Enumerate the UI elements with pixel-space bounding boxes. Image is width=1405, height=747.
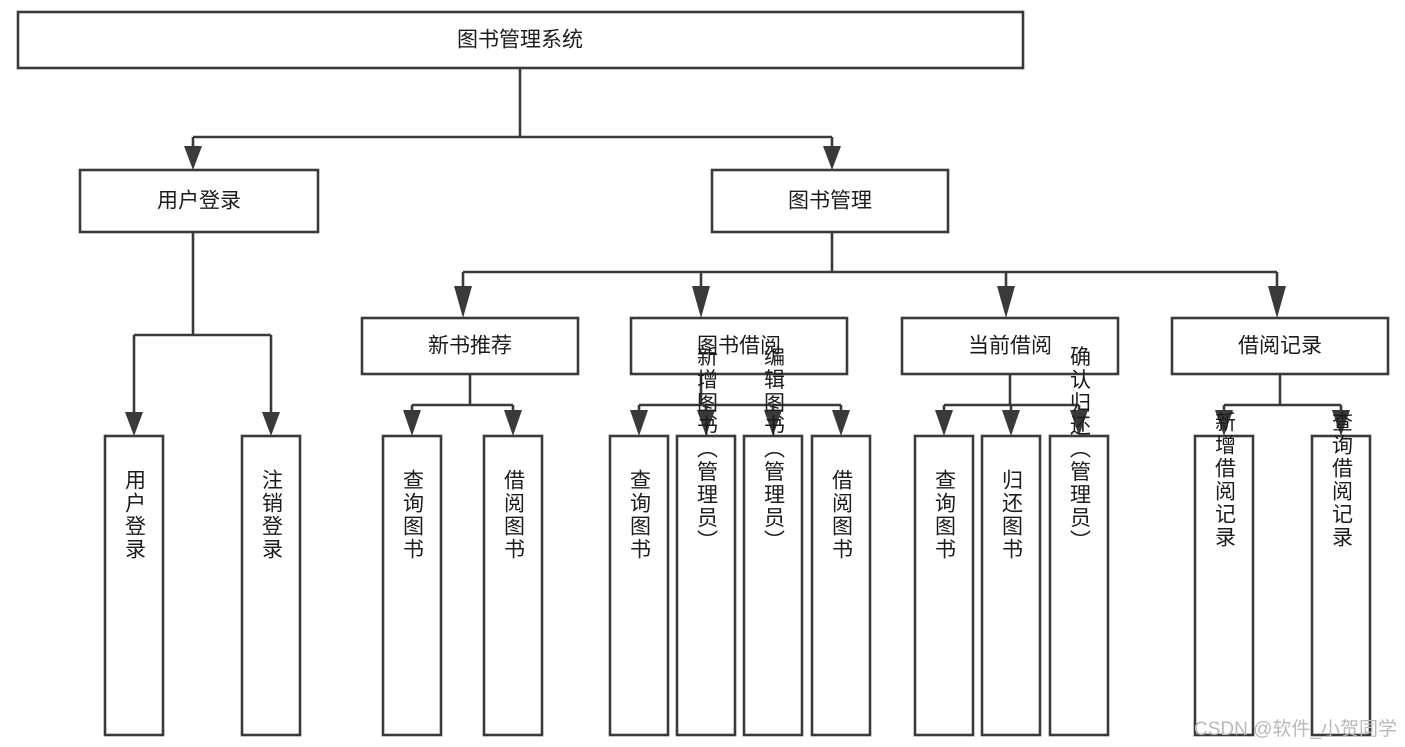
leaf-borrow-record-1-label: 新增借阅记录 (1213, 411, 1237, 549)
leaf-new-book-1-label: 查询图书 (401, 469, 425, 561)
leaf-borrow-record-1[interactable]: 新增借阅记录 (1193, 411, 1255, 737)
node-root-label: 图书管理系统 (457, 29, 583, 52)
leaf-book-borrow-4[interactable]: 借阅图书 (810, 434, 872, 737)
connector-current-borrow-to-leaves (935, 374, 1088, 436)
leaf-current-borrow-2-label: 归还图书 (1000, 469, 1024, 561)
leaf-borrow-record-2[interactable]: 查询借阅记录 (1310, 411, 1372, 737)
connector-user-login-to-leaves (125, 232, 280, 436)
leaf-new-book-1[interactable]: 查询图书 (381, 434, 443, 737)
connector-root-to-level2 (184, 68, 841, 170)
leaf-borrow-record-2-label: 查询借阅记录 (1330, 411, 1354, 549)
leaf-book-borrow-4-label: 借阅图书 (830, 469, 854, 561)
node-borrow-record-label: 借阅记录 (1238, 335, 1322, 358)
connector-borrow-record-to-leaves (1215, 374, 1350, 436)
leaf-current-borrow-3-label: 确认归还（管理员） (1068, 346, 1092, 553)
leaf-book-borrow-2-label: 新增图书（管理员） (695, 346, 719, 553)
node-book-manage-label: 图书管理 (788, 190, 872, 213)
leaf-book-borrow-2[interactable]: 新增图书（管理员） (675, 346, 737, 737)
connector-book-manage-to-level3 (454, 232, 1286, 318)
leaf-book-borrow-3[interactable]: 编辑图书（管理员） (742, 346, 804, 737)
connector-book-borrow-to-leaves (630, 374, 850, 436)
leaf-user-login-2-label: 注销登录 (260, 469, 284, 561)
leaf-current-borrow-1-label: 查询图书 (933, 469, 957, 561)
leaf-current-borrow-2[interactable]: 归还图书 (980, 434, 1042, 737)
leaf-book-borrow-3-label: 编辑图书（管理员） (762, 346, 786, 553)
node-new-book-recommend-label: 新书推荐 (428, 335, 512, 358)
connector-new-book-to-leaves (403, 374, 522, 436)
node-root[interactable]: 图书管理系统 (16, 10, 1025, 70)
node-user-login-label: 用户登录 (157, 190, 241, 213)
leaf-user-login-1-label: 用户登录 (123, 469, 147, 561)
node-borrow-record[interactable]: 借阅记录 (1170, 316, 1390, 376)
leaf-new-book-2-label: 借阅图书 (502, 469, 526, 561)
leaf-user-login-2[interactable]: 注销登录 (240, 434, 302, 737)
leaf-book-borrow-1[interactable]: 查询图书 (608, 434, 670, 737)
node-new-book-recommend[interactable]: 新书推荐 (360, 316, 580, 376)
node-user-login[interactable]: 用户登录 (78, 168, 320, 234)
node-current-borrow[interactable]: 当前借阅 (900, 316, 1120, 376)
leaf-user-login-1[interactable]: 用户登录 (103, 434, 165, 737)
node-book-borrow-label: 图书借阅 (697, 335, 781, 358)
leaf-book-borrow-1-label: 查询图书 (628, 469, 652, 561)
node-book-borrow[interactable]: 图书借阅 (629, 316, 849, 376)
leaf-current-borrow-1[interactable]: 查询图书 (913, 434, 975, 737)
leaf-new-book-2[interactable]: 借阅图书 (482, 434, 544, 737)
node-book-manage[interactable]: 图书管理 (710, 168, 950, 234)
node-current-borrow-label: 当前借阅 (968, 335, 1052, 358)
leaf-current-borrow-3[interactable]: 确认归还（管理员） (1048, 346, 1110, 737)
